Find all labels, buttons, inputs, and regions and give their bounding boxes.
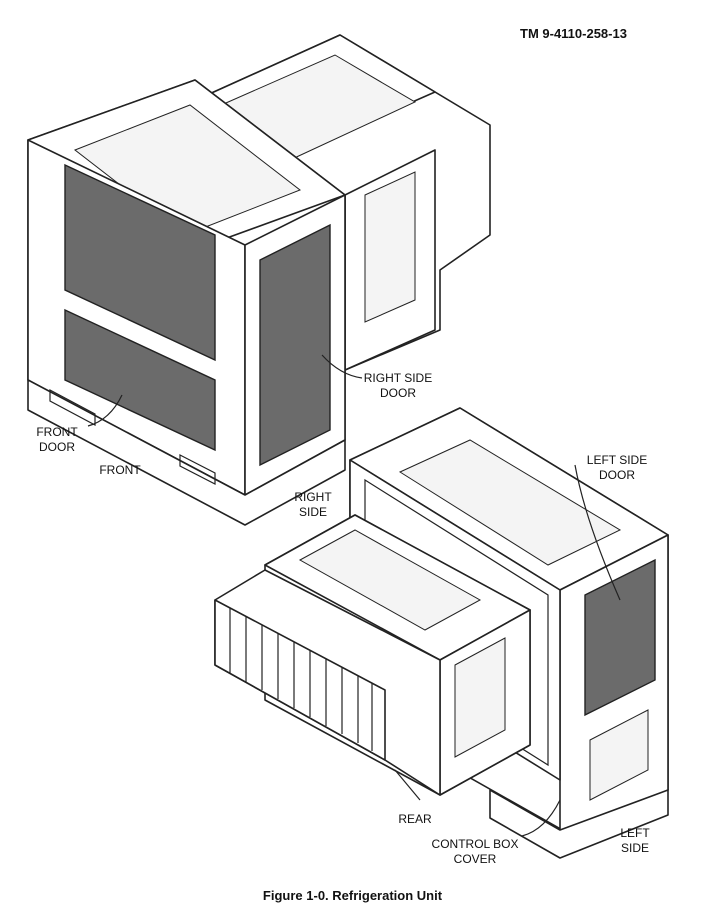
left-side-label: LEFT SIDE (605, 826, 665, 856)
left-side-label-line2: SIDE (620, 841, 649, 855)
front-door-label-line2: DOOR (39, 440, 75, 454)
right-side-door-label-line1: RIGHT SIDE (363, 371, 433, 385)
leader-lines (87, 354, 621, 837)
control-box-cover-panel (589, 709, 649, 801)
left-side-door-label-line1: LEFT SIDE (586, 453, 648, 467)
right-side-label: RIGHT SIDE (278, 490, 348, 520)
rear-view-unit (214, 407, 669, 859)
right-side-door-panel (259, 223, 331, 467)
rear-label: REAR (398, 812, 432, 826)
right-side-label-line2: SIDE (298, 505, 327, 519)
left-side-door-label: LEFT SIDE DOOR (572, 453, 662, 483)
left-side-door-panel (584, 558, 656, 717)
document-number: TM 9-4110-258-13 (520, 26, 627, 41)
front-door-label: FRONT DOOR (22, 425, 92, 455)
left-side-door-label-line2: DOOR (599, 468, 635, 482)
front-label: FRONT (99, 463, 141, 477)
right-side-door-label: RIGHT SIDE DOOR (358, 371, 438, 401)
control-box-cover-label: CONTROL BOX COVER (420, 837, 530, 867)
left-side-label-line1: LEFT (620, 826, 650, 840)
front-view-unit (27, 34, 491, 526)
right-side-label-line1: RIGHT (294, 490, 332, 504)
figure-caption: Figure 1-0. Refrigeration Unit (262, 888, 443, 903)
control-box-cover-label-line2: COVER (453, 852, 497, 866)
right-side-door-label-line2: DOOR (380, 386, 416, 400)
control-box-cover-label-line1: CONTROL BOX (431, 837, 519, 851)
front-door-label-line1: FRONT (36, 425, 78, 439)
